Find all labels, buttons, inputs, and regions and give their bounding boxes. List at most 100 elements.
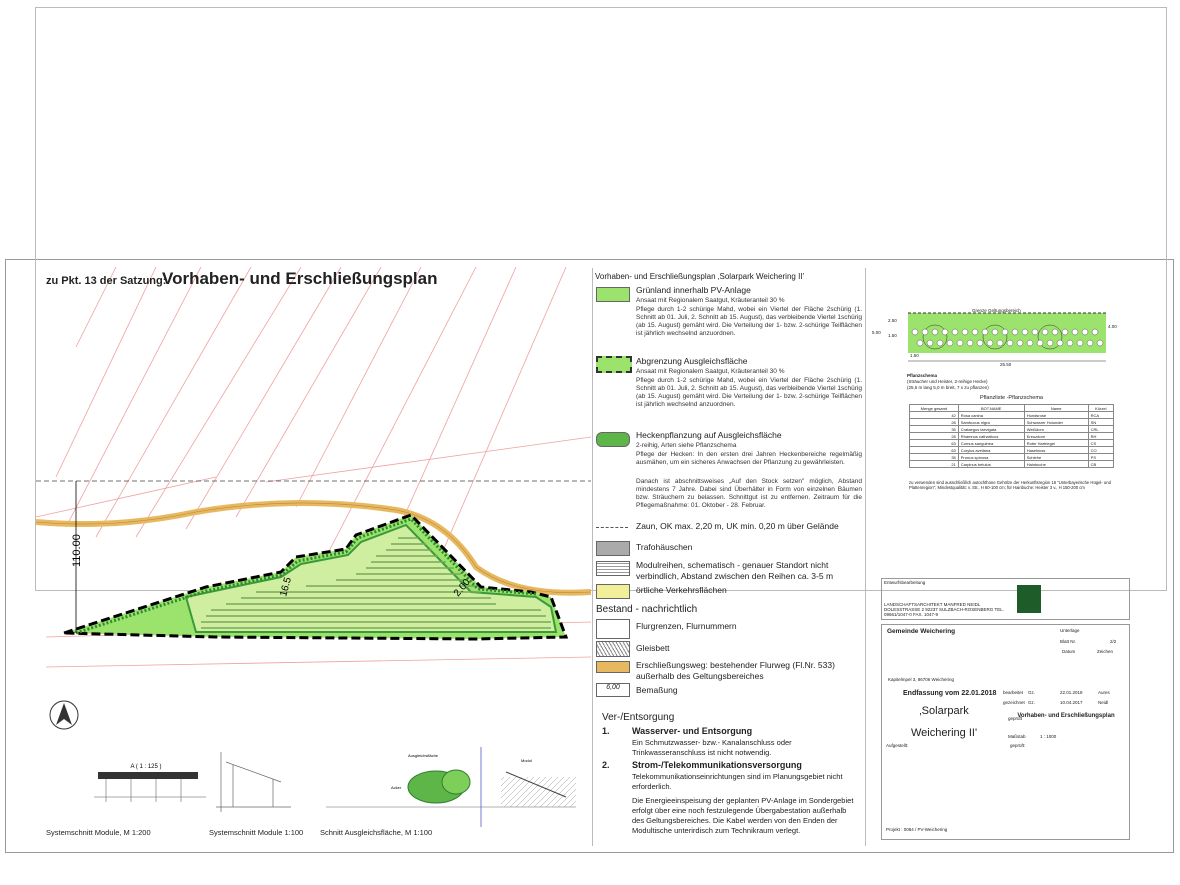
page-title: Vorhaben- und Erschließungsplan — [162, 269, 438, 288]
plant-cell: 21 — [909, 460, 959, 468]
office-box — [881, 578, 1130, 620]
section-label-a: A ( 1 : 125 ) — [130, 764, 161, 770]
plant-note: zu verwenden sind ausschließlich autocht… — [909, 480, 1111, 490]
plant-cell: Crataegus laevigata — [957, 425, 1025, 433]
project-name: ‚Solarpark Weichering II' — [888, 700, 1000, 744]
col-botname: BOT.NAME — [957, 404, 1025, 412]
title-prefix: zu Pkt. 13 der Satzung: — [46, 275, 167, 287]
ver-head-2: Strom-/Telekommunikationsversorgung — [632, 760, 802, 770]
swatch-hecke — [596, 432, 630, 447]
plant-cell: Prunus spinosa — [957, 453, 1025, 461]
name-2: Neidl — [1098, 700, 1109, 705]
section-compensation: Acker Ausgleichsfläche Modul — [326, 747, 576, 827]
plant-cell: SN — [1087, 418, 1115, 426]
ver-title: Ver-/Entsorgung — [602, 712, 675, 723]
project-number: Projekt : 0084 / PV-Weichering — [886, 827, 948, 832]
plant-cell: 63 — [909, 439, 959, 447]
swatch-module — [596, 561, 630, 576]
hedge-planting — [75, 517, 537, 635]
legend-item-label: Erschließungsweg: bestehender Flurweg (F… — [636, 660, 835, 681]
date-1: 22.01.2018 — [1060, 690, 1083, 695]
legend-item-label: Bemaßung — [636, 685, 678, 695]
section-modules-1: A ( 1 : 125 ) — [94, 764, 206, 802]
ver-text-2b: Die Energieeinspeisung der geplanten PV-… — [632, 796, 854, 835]
swatch-gruenland — [596, 287, 630, 302]
module-rows — [201, 537, 551, 629]
scheme-top: Grenze Geltungsbereich — [972, 308, 1021, 313]
endfassung: Endfassung vom 22.01.2018 — [903, 690, 997, 697]
plant-cell: RCA — [1087, 411, 1115, 419]
gz-2: Gz. — [1028, 700, 1036, 705]
scheme-title: Pflanzschema — [907, 373, 938, 378]
ver-text-1: Ein Schmutzwasser- bzw.- Kanalanschluss … — [632, 738, 792, 757]
bearbeitet-label: bearbeitet — [1003, 690, 1024, 695]
office-address: LANDSCHAFTSARCHITEKT MANFRED NEIDL DOLES… — [884, 602, 1004, 617]
plant-cell: 28 — [909, 418, 959, 426]
massstab-value: 1 : 1000 — [1040, 734, 1057, 739]
gezeichnet-label: gezeichnet — [1003, 700, 1025, 705]
legend-item-label: Trafohäuschen — [636, 542, 693, 552]
plant-cell: 42 — [909, 411, 959, 419]
plant-cell: Hundsrose — [1023, 411, 1089, 419]
section-label-acker: Acker — [391, 785, 402, 790]
col-name: Name — [1023, 404, 1089, 412]
scheme-sub2: (25,5 m lang 5,0 m breit, 7 x zu pflanze… — [907, 385, 989, 390]
legend-item-label: Gleisbett — [636, 643, 670, 653]
legend-title: Vorhaben- und Erschließungsplan ‚Solarpa… — [595, 272, 805, 281]
plan-sheet — [5, 259, 1174, 853]
site-plan-drawing: 110.00 16.5 2.00 A ( 1 : 125 ) Acker Aus… — [36, 267, 591, 827]
legend-item-label: Grünland innerhalb PV-Anlage — [636, 285, 751, 295]
name-1: Aures — [1098, 690, 1110, 695]
blatt-label: Blatt Nr. — [1060, 639, 1077, 644]
caption-section-3: Schnitt Ausgleichsfläche, M 1:100 — [320, 828, 433, 837]
scheme-dim-0: 5.00 — [872, 330, 881, 335]
legend-item-label: Abgrenzung Ausgleichsfläche — [636, 356, 748, 366]
geprueft-label: geprüft — [1008, 716, 1023, 721]
plant-cell: Kreuzdorn — [1023, 432, 1089, 440]
massstab-label: Maßstab — [1008, 734, 1026, 739]
swatch-trafo — [596, 541, 630, 556]
caption-section-2: Systemschnitt Module 1:100 — [209, 828, 304, 837]
plant-cell: Weißdorn — [1023, 425, 1089, 433]
scheme-dim-1: 2.50 — [888, 318, 897, 323]
legend-item-desc2: Danach ist abschnittsweises „Auf den Sto… — [636, 478, 862, 509]
plant-cell: RH — [1087, 432, 1115, 440]
section-label-modul: Modul — [521, 758, 532, 763]
legend-item-label: Flurgrenzen, Flurnummern — [636, 621, 737, 631]
plant-cell: Haselnuss — [1023, 446, 1089, 454]
unterlage-label: Unterlage — [1060, 628, 1080, 633]
plant-cell: Schlehe — [1023, 453, 1089, 461]
legend-item-desc: Pflege der Hecken: In den ersten drei Ja… — [636, 451, 862, 466]
plant-cell: Rhamnus catharticus — [957, 432, 1025, 440]
scheme-sub1: (Sträucher und Heister, 2-reihige Hecke) — [907, 379, 988, 384]
bestand-title: Bestand - nachrichtlich — [596, 604, 698, 615]
legend-item-sub: Ansaat mit Regionalem Saatgut, Kräuteran… — [636, 297, 785, 304]
legend-item-desc: Pflege durch 1-2 schürige Mahd, wobei ei… — [636, 306, 862, 337]
plant-cell: Schwarzer Holunder — [1023, 418, 1089, 426]
gemeinde-name: Gemeinde Weichering — [887, 628, 956, 635]
project-name-2: Weichering II' — [910, 727, 978, 739]
datum-label: Datum — [1062, 649, 1076, 654]
gz-1: Gz. — [1028, 690, 1036, 695]
legend-item-sub: Ansaat mit Regionalem Saatgut, Kräuteran… — [636, 368, 785, 375]
dim-left: 110.00 — [71, 534, 83, 567]
ver-head-1: Wasserver- und Entsorgung — [632, 726, 753, 736]
plant-cell: 28 — [909, 432, 959, 440]
plant-cell: 63 — [909, 446, 959, 454]
plan-title: Vorhaben- und Erschließungsplan — [1017, 713, 1115, 719]
swatch-weg — [596, 661, 630, 673]
legend-item-desc: Pflege durch 1-2 schürige Mahd, wobei ei… — [636, 377, 862, 408]
legend-item-sub: 2-reihig, Arten siehe Pflanzschema — [636, 442, 737, 449]
title-block — [881, 624, 1130, 840]
north-arrow-icon — [49, 700, 79, 730]
legend-item-label: Modulreihen, schematisch - genauer Stand… — [636, 560, 834, 581]
plant-cell: Carpinus betulus — [957, 460, 1025, 468]
legend-item-label: Zaun, OK max. 2,20 m, UK min. 0,20 m übe… — [636, 521, 839, 531]
plant-cell: CB — [1087, 460, 1115, 468]
scheme-dim-3: 1.50 — [910, 353, 919, 358]
